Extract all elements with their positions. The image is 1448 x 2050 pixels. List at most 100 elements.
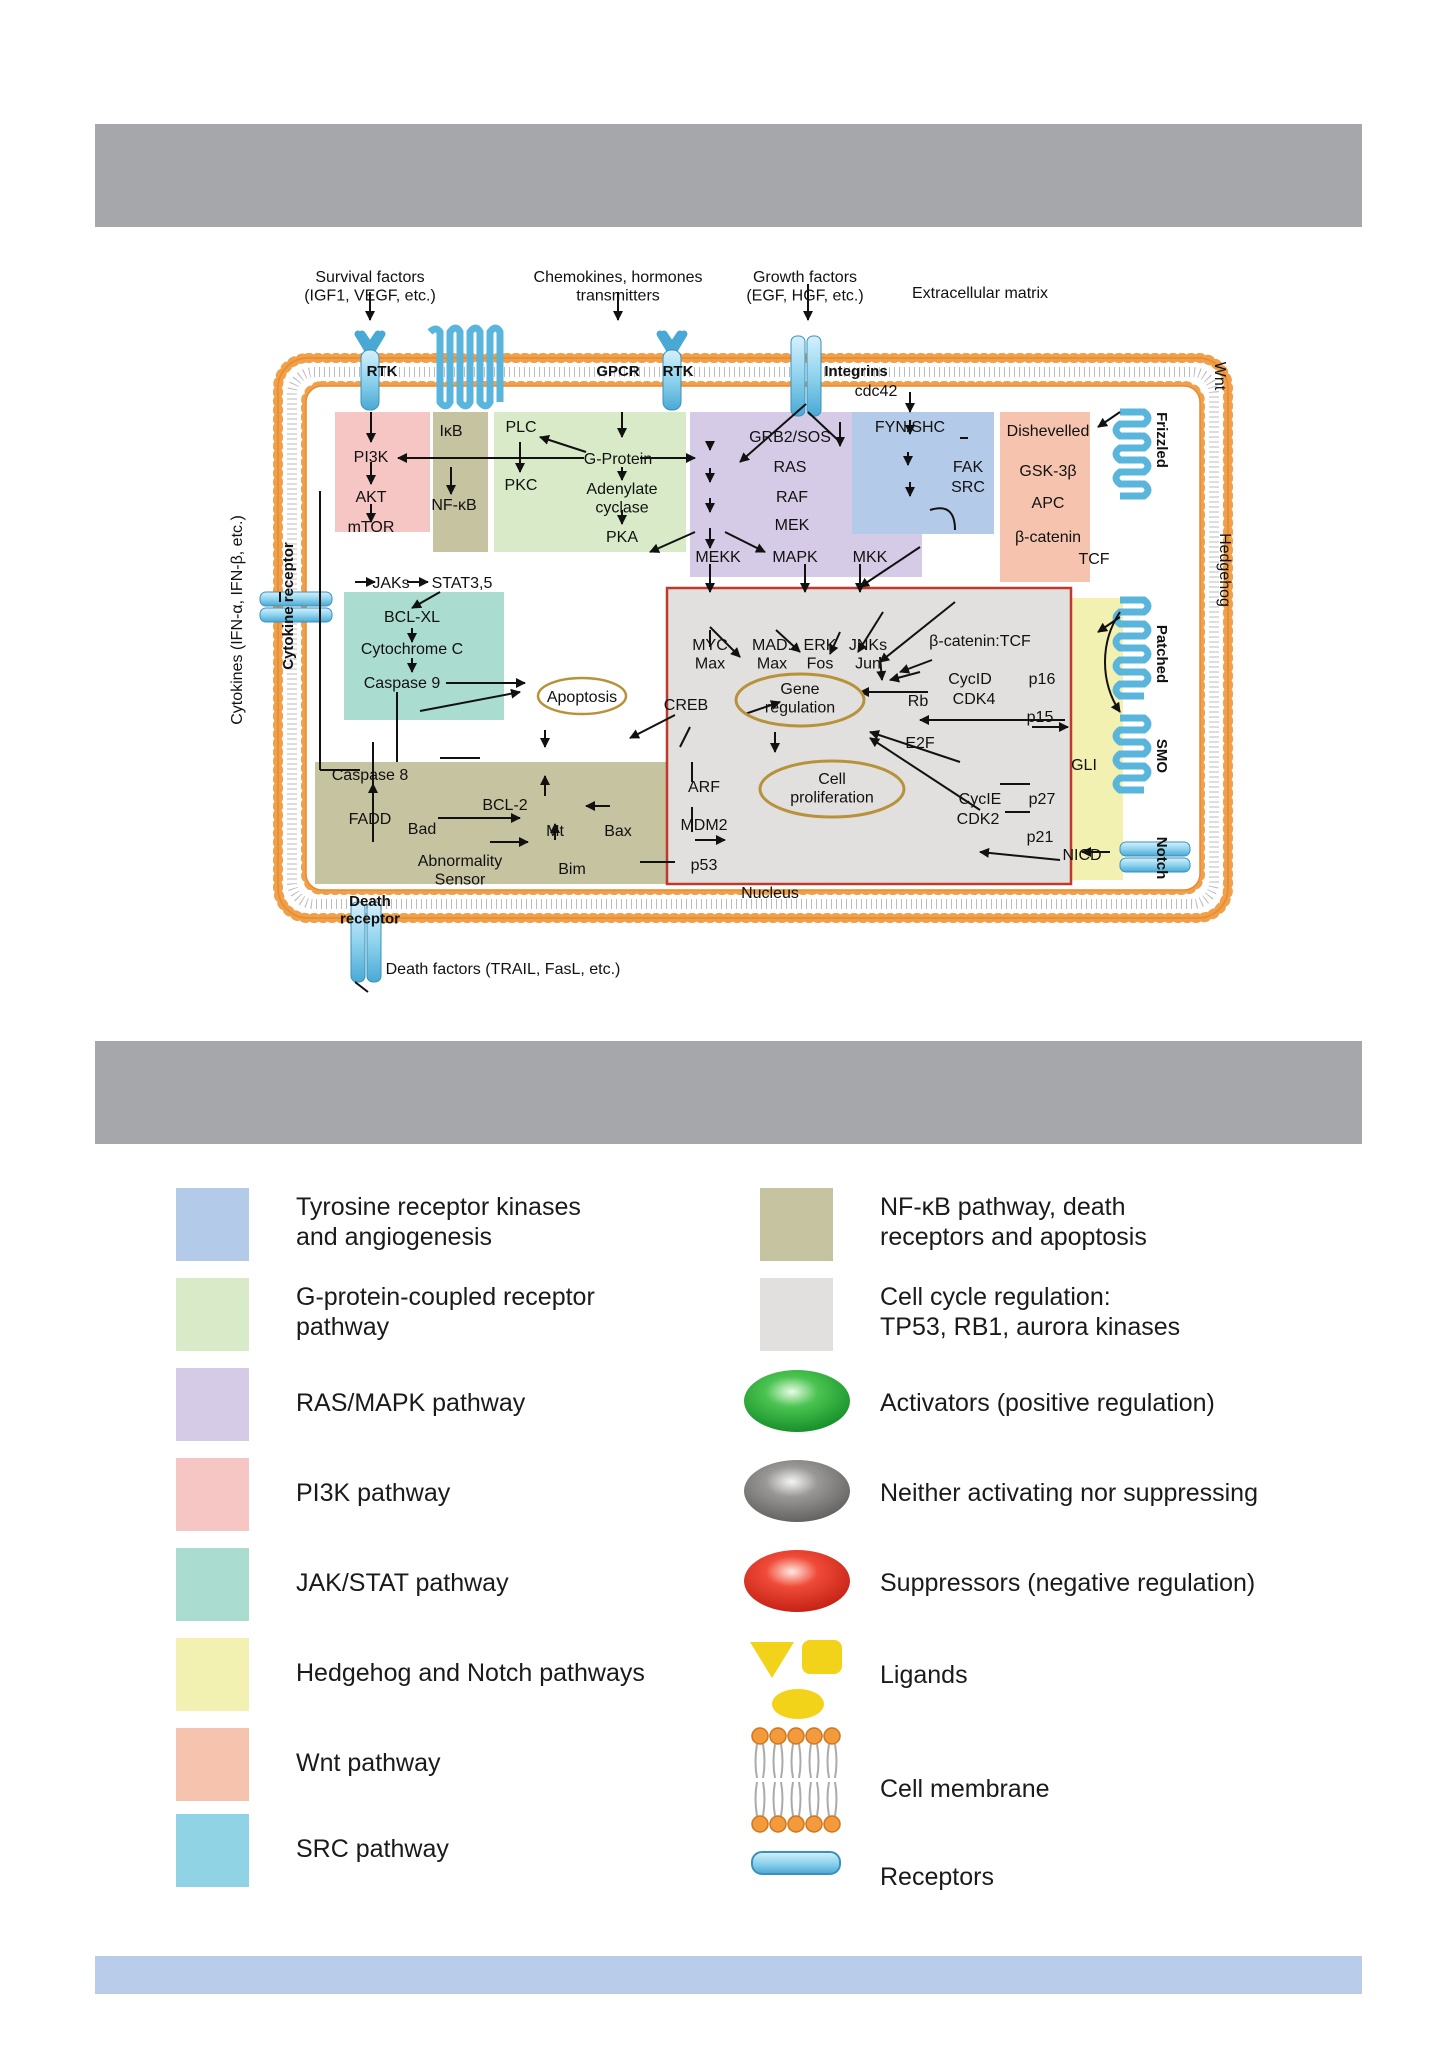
death-receptor [350, 901, 382, 983]
legend-swatch-gpcr [176, 1278, 249, 1351]
node-p27: p27 [1029, 791, 1056, 808]
legend-swatch-hedgehog [176, 1638, 249, 1711]
node-mad: MAD:Max [752, 637, 792, 672]
legend-swatch-cellcycle [760, 1278, 833, 1351]
node-mtor: mTOR [348, 519, 395, 536]
node-p15: p15 [1027, 709, 1054, 726]
nucleus-region [665, 586, 1073, 886]
cell-membrane-icon [751, 1727, 841, 1833]
jakstat-region [344, 592, 504, 720]
node-nicd: NICD [1062, 847, 1101, 864]
ligand-death-factors: Death factors (TRAIL, FasL, etc.) [386, 961, 621, 978]
cytokine-receptor [259, 591, 333, 623]
legend-label-neutral: Neither activating nor suppressing [880, 1479, 1258, 1507]
node-nfkb: NF-κB [431, 497, 476, 514]
legend-label-hedgehog: Hedgehog and Notch pathways [296, 1659, 645, 1687]
node-fadd: FADD [349, 811, 392, 828]
legend-label-ligands: Ligands [880, 1661, 968, 1689]
node-gli: GLI [1071, 757, 1097, 774]
node-bax: Bax [604, 823, 632, 840]
frizzled-receptor [1112, 408, 1152, 500]
legend-swatch-rtk [176, 1188, 249, 1261]
node-cdk4: CDK4 [953, 691, 996, 708]
node-mapk: MAPK [772, 549, 818, 566]
node-casp9: Caspase 9 [364, 675, 441, 692]
label-smo: SMO [1153, 739, 1170, 774]
node-ras: RAS [774, 459, 807, 476]
node-p53: p53 [691, 857, 718, 874]
node-akt: AKT [355, 489, 386, 506]
node-mdm2: MDM2 [680, 817, 727, 834]
node-mek: MEK [775, 517, 810, 534]
node-e2f: E2F [905, 735, 935, 752]
node-bcatenin: β-catenin [1015, 529, 1081, 546]
src-region [852, 412, 994, 534]
node-apoptosis: Apoptosis [547, 689, 617, 706]
legend-label-pi3k: PI3K pathway [296, 1479, 451, 1507]
node-stat: STAT3,5 [432, 575, 493, 592]
legend-label-wnt: Wnt pathway [296, 1749, 441, 1777]
node-cdk2: CDK2 [957, 811, 1000, 828]
legend-header-band [95, 1041, 1362, 1144]
receptors [259, 324, 1191, 983]
legend-label-cellcycle: Cell cycle regulation: TP53, RB1, aurora… [880, 1283, 1181, 1341]
ligand-cytokines: Cytokines (IFN-α, IFN-β, etc.) [229, 515, 246, 725]
legend-label-nfkb: NF-κB pathway, death receptors and apopt… [880, 1193, 1147, 1251]
label-patched: Patched [1153, 625, 1170, 683]
top-header-band [95, 124, 1362, 227]
wnt-region [1000, 412, 1090, 582]
node-apc: APC [1032, 495, 1065, 512]
node-gsk: GSK-3β [1019, 463, 1076, 480]
node-bclxl: BCL-XL [384, 609, 440, 626]
label-notch: Notch [1153, 837, 1170, 880]
node-pka: PKA [606, 529, 638, 546]
gray-oval-icon [744, 1460, 850, 1522]
pathway-arrows [279, 284, 1121, 993]
node-tcf: TCF [1078, 551, 1109, 568]
node-g-protein: G-Protein [584, 451, 652, 468]
legend-label-jakstat: JAK/STAT pathway [296, 1569, 509, 1597]
legend-swatch-nfkb [760, 1188, 833, 1261]
legend-label-rasmapk: RAS/MAPK pathway [296, 1389, 526, 1417]
legend-swatch-rasmapk [176, 1368, 249, 1441]
node-mekk: MEKK [695, 549, 741, 566]
smo-receptor [1112, 714, 1152, 794]
rtk-receptor-2 [656, 330, 688, 411]
label-frizzled: Frizzled [1153, 412, 1170, 468]
legend-swatch-src [176, 1814, 249, 1887]
rtk-receptor-1 [354, 330, 386, 411]
node-raf: RAF [776, 489, 808, 506]
node-casp8: Caspase 8 [332, 767, 409, 784]
node-pi3k: PI3K [354, 449, 389, 466]
gpcr-receptor [427, 324, 504, 410]
legend-label-activators: Activators (positive regulation) [880, 1389, 1215, 1417]
node-plc: PLC [505, 419, 536, 436]
apoptosis-oval [536, 676, 628, 716]
legend-label-membrane: Cell membrane [880, 1775, 1050, 1803]
pathway-regions [315, 412, 1123, 886]
legend-label-rtk: Tyrosine receptor kinases and angiogenes… [296, 1193, 581, 1251]
receptor-capsule-icon [751, 1851, 841, 1875]
node-cyce: CycIE [959, 791, 1002, 808]
label-integrins: Integrins [824, 363, 887, 380]
cell-proliferation-oval [758, 759, 906, 819]
node-p21: p21 [1027, 829, 1054, 846]
legend-label-suppressors: Suppressors (negative regulation) [880, 1569, 1256, 1597]
diagram-labels: Survival factors(IGF1, VEGF, etc.) Chemo… [229, 269, 1233, 978]
legend-swatch-wnt [176, 1728, 249, 1801]
label-rtk-1: RTK [367, 363, 398, 380]
apoptosis-region [315, 762, 670, 884]
integrin-receptor [790, 335, 822, 417]
legend-label-gpcr: G-protein-coupled receptor pathway [296, 1283, 595, 1341]
footer-band [95, 1956, 1362, 1994]
node-fak: FAK [953, 459, 984, 476]
node-pkc: PKC [505, 477, 538, 494]
node-mkk: MKK [853, 549, 888, 566]
node-grb2: GRB2/SOS [749, 429, 831, 446]
